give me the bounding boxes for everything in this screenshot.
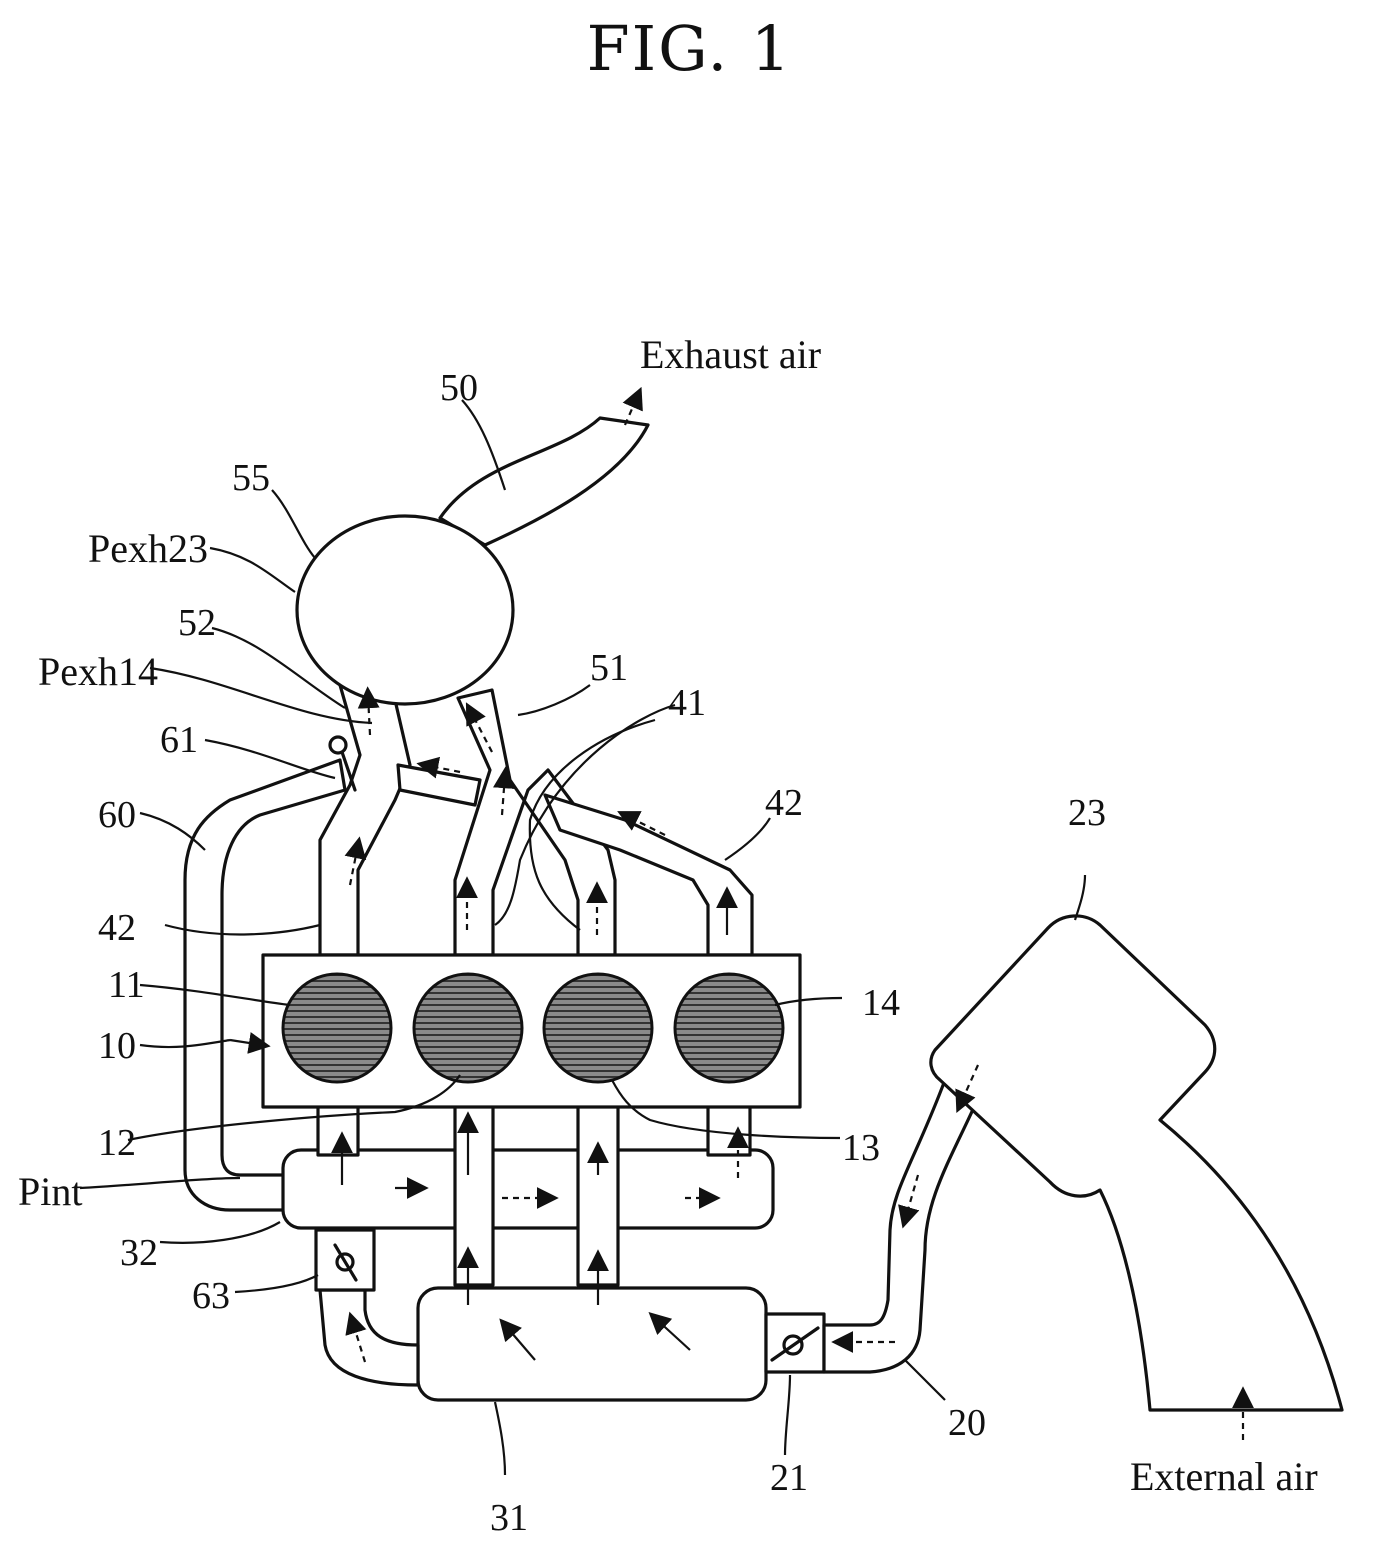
pexh14-label: Pexh14 bbox=[38, 649, 158, 694]
catalyst-55 bbox=[297, 516, 513, 704]
intake-pipe-20 bbox=[824, 1080, 975, 1372]
numeral-63: 63 bbox=[192, 1275, 230, 1317]
numeral-42-left: 42 bbox=[98, 907, 136, 949]
numeral-32: 32 bbox=[120, 1232, 158, 1274]
air-cleaner-23 bbox=[931, 916, 1342, 1410]
numeral-52: 52 bbox=[178, 602, 216, 644]
cylinder-13 bbox=[544, 974, 652, 1082]
cylinder-11 bbox=[283, 974, 391, 1082]
numeral-20: 20 bbox=[948, 1402, 986, 1444]
numeral-21: 21 bbox=[770, 1457, 808, 1499]
egr-valve-63 bbox=[316, 1230, 418, 1385]
cylinder-12 bbox=[414, 974, 522, 1082]
external-air-label: External air bbox=[1130, 1454, 1318, 1499]
exhaust-pipe-50 bbox=[440, 418, 648, 545]
numeral-41: 41 bbox=[668, 682, 706, 724]
pint-label: Pint bbox=[18, 1169, 82, 1214]
intake-manifold-32 bbox=[283, 1150, 773, 1228]
numeral-14: 14 bbox=[862, 982, 900, 1024]
numeral-12: 12 bbox=[98, 1122, 136, 1164]
numeral-31: 31 bbox=[490, 1497, 528, 1539]
numeral-60: 60 bbox=[98, 794, 136, 836]
numeral-51: 51 bbox=[590, 647, 628, 689]
numeral-11: 11 bbox=[108, 964, 145, 1006]
numeral-55: 55 bbox=[232, 457, 270, 499]
numeral-50: 50 bbox=[440, 367, 478, 409]
numeral-42-right: 42 bbox=[765, 782, 803, 824]
surge-tank-31 bbox=[418, 1288, 766, 1400]
numeral-10: 10 bbox=[98, 1025, 136, 1067]
exhaust-cross-42-left bbox=[398, 765, 480, 805]
numeral-13: 13 bbox=[842, 1127, 880, 1169]
pexh23-label: Pexh23 bbox=[88, 526, 208, 571]
exhaust-air-label: Exhaust air bbox=[640, 332, 821, 377]
cylinder-14 bbox=[675, 974, 783, 1082]
numeral-23: 23 bbox=[1068, 792, 1106, 834]
throttle-21 bbox=[766, 1314, 824, 1372]
numeral-61: 61 bbox=[160, 719, 198, 761]
exhaust-branch-52 bbox=[320, 685, 410, 955]
